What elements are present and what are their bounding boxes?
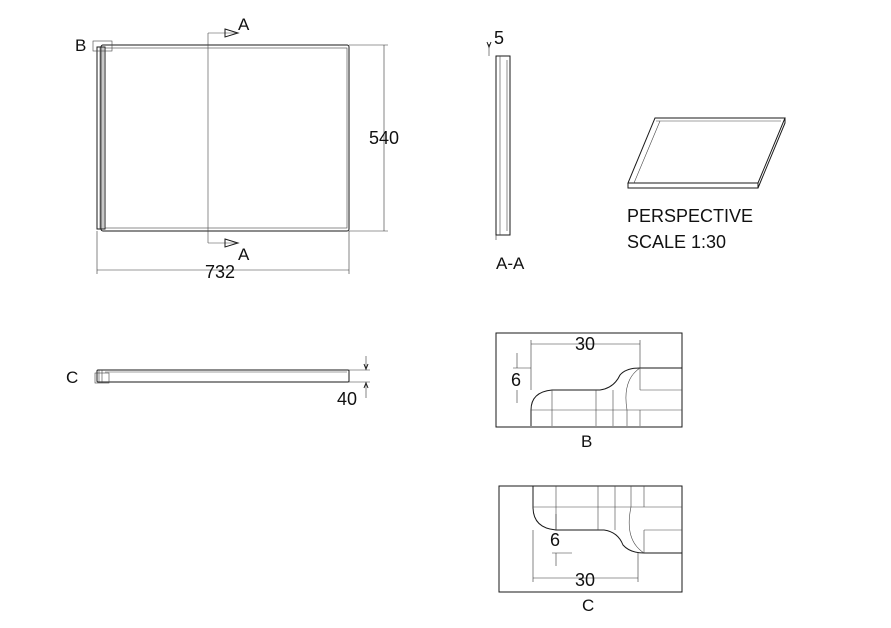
- detail-b-length-value: 30: [575, 334, 595, 354]
- side-view-outline: [96, 369, 350, 383]
- front-view: B A A 732 540: [75, 15, 399, 282]
- detail-b-view: 30 6 B: [495, 332, 683, 451]
- section-view-title: A-A: [496, 254, 525, 273]
- section-label-top: A: [238, 15, 250, 34]
- front-panel-outline: [100, 44, 350, 232]
- front-panel-inner-edge: [104, 47, 348, 229]
- detail-b-curve: [625, 367, 641, 426]
- detail-b-title: B: [581, 432, 592, 451]
- front-left-rail: [96, 46, 106, 230]
- section-arrow-top-icon: [224, 28, 240, 38]
- detail-c-title: C: [582, 596, 594, 615]
- perspective-scale: SCALE 1:30: [627, 232, 726, 252]
- section-thickness-value: 5: [494, 28, 504, 48]
- width-dimension-value: 732: [205, 262, 235, 282]
- detail-c-callout-label: C: [66, 368, 78, 387]
- section-label-bottom: A: [238, 245, 250, 264]
- detail-c-profile: [532, 486, 682, 554]
- side-thickness-value: 40: [337, 389, 357, 409]
- detail-c-frame: [498, 485, 683, 593]
- detail-c-curve: [628, 486, 645, 554]
- perspective-side-face: [757, 118, 786, 189]
- section-arrow-bottom-icon: [224, 238, 240, 248]
- height-dimension-value: 540: [369, 128, 399, 148]
- perspective-view: PERSPECTIVE SCALE 1:30: [627, 117, 786, 252]
- side-view: C 40: [66, 356, 370, 409]
- detail-b-callout-label: B: [75, 36, 86, 55]
- perspective-front-face: [627, 183, 759, 189]
- detail-b-callout-box: [92, 40, 113, 52]
- thickness-arrow-top-icon: [363, 363, 369, 371]
- section-view-a-a: 5 A-A: [486, 28, 525, 273]
- detail-b-profile: [530, 367, 682, 426]
- detail-c-length-value: 30: [575, 570, 595, 590]
- perspective-title: PERSPECTIVE: [627, 206, 753, 226]
- detail-b-frame: [495, 332, 683, 428]
- section-profile-outline: [495, 55, 511, 236]
- perspective-edge-line: [633, 120, 661, 184]
- detail-c-view: 30 6 C: [498, 485, 683, 615]
- detail-b-offset-value: 6: [511, 370, 521, 390]
- perspective-top-face: [627, 117, 786, 184]
- thickness-arrow-bottom-icon: [363, 381, 369, 389]
- thickness-arrow-icon: [486, 41, 492, 49]
- detail-c-offset-value: 6: [550, 530, 560, 550]
